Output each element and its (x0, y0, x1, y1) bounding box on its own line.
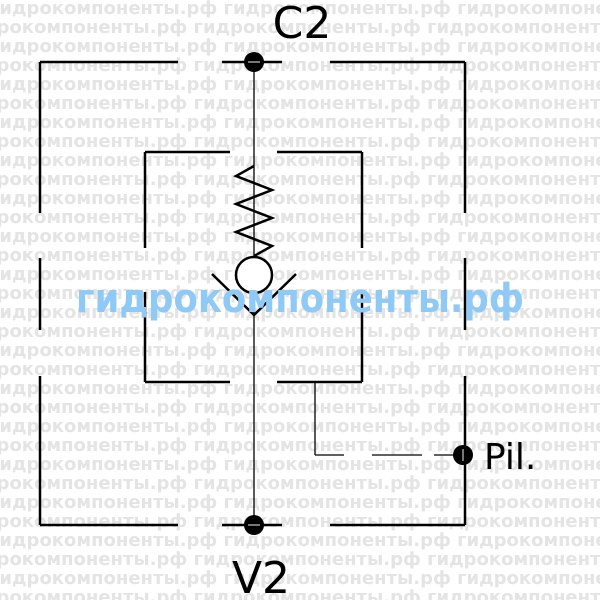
check-ball (234, 255, 274, 295)
watermark-tile-row: гидрокомпоненты.рф гидрокомпоненты.рф ги… (0, 530, 600, 551)
watermark-tile-row: гидрокомпоненты.рф гидрокомпоненты.рф ги… (0, 169, 600, 190)
watermark-tile-row: гидрокомпоненты.рф гидрокомпоненты.рф ги… (0, 264, 600, 285)
watermark-tile-row: гидрокомпоненты.рф гидрокомпоненты.рф ги… (0, 0, 600, 19)
watermark-tile-row: гидрокомпоненты.рф гидрокомпоненты.рф ги… (0, 302, 600, 323)
watermark-tile-row: гидрокомпоненты.рф гидрокомпоненты.рф ги… (0, 207, 600, 228)
valve-seat (211, 273, 297, 317)
port-pilot-label: Pil. (484, 437, 536, 478)
watermark-tile-row: гидрокомпоненты.рф гидрокомпоненты.рф ги… (0, 340, 600, 361)
port-pilot-dot (453, 445, 473, 465)
port-v2-label: V2 (232, 553, 290, 600)
port-v2-dot (244, 515, 264, 535)
watermark-tile-row: гидрокомпоненты.рф гидрокомпоненты.рф ги… (0, 55, 600, 76)
watermark-tile-row: гидрокомпоненты.рф гидрокомпоненты.рф ги… (0, 36, 600, 57)
watermark-tile-row: гидрокомпоненты.рф гидрокомпоненты.рф ги… (0, 245, 600, 266)
watermark-tile-row: гидрокомпоненты.рф гидрокомпоненты.рф ги… (0, 473, 600, 494)
watermark-tile-row: гидрокомпоненты.рф гидрокомпоненты.рф ги… (0, 416, 600, 437)
watermark-tile-row: гидрокомпоненты.рф гидрокомпоненты.рф ги… (0, 112, 600, 133)
watermark-tile-row: гидрокомпоненты.рф гидрокомпоненты.рф ги… (0, 283, 600, 304)
watermark-tile-row: гидрокомпоненты.рф гидрокомпоненты.рф ги… (0, 492, 600, 513)
watermark-tile-row: гидрокомпоненты.рф гидрокомпоненты.рф ги… (0, 435, 600, 456)
watermark-tile-row: гидрокомпоненты.рф гидрокомпоненты.рф ги… (0, 131, 600, 152)
watermark-tile-row: гидрокомпоненты.рф гидрокомпоненты.рф ги… (0, 454, 600, 475)
watermark-tile-row: гидрокомпоненты.рф гидрокомпоненты.рф ги… (0, 17, 600, 38)
watermark-tile-row: гидрокомпоненты.рф гидрокомпоненты.рф ги… (0, 321, 600, 342)
watermark-tile-row: гидрокомпоненты.рф гидрокомпоненты.рф ги… (0, 568, 600, 589)
watermark-tile-row: гидрокомпоненты.рф гидрокомпоненты.рф ги… (0, 587, 600, 600)
watermark-tile-row: гидрокомпоненты.рф гидрокомпоненты.рф ги… (0, 511, 600, 532)
spring-symbol (232, 164, 276, 258)
watermark-tile-row: гидрокомпоненты.рф гидрокомпоненты.рф ги… (0, 150, 600, 171)
port-c2-label: C2 (273, 0, 332, 49)
watermark-tile-row: гидрокомпоненты.рф гидрокомпоненты.рф ги… (0, 549, 600, 570)
port-c2-dot (244, 52, 264, 72)
watermark-tile-row: гидрокомпоненты.рф гидрокомпоненты.рф ги… (0, 74, 600, 95)
watermark-tile-row: гидрокомпоненты.рф гидрокомпоненты.рф ги… (0, 359, 600, 380)
watermark-tile-row: гидрокомпоненты.рф гидрокомпоненты.рф ги… (0, 226, 600, 247)
watermark-tile-row: гидрокомпоненты.рф гидрокомпоненты.рф ги… (0, 397, 600, 418)
watermark-tile-row: гидрокомпоненты.рф гидрокомпоненты.рф ги… (0, 188, 600, 209)
watermark-tile-row: гидрокомпоненты.рф гидрокомпоненты.рф ги… (0, 93, 600, 114)
inner-enclosure (143, 150, 364, 384)
watermark-banner: гидрокомпоненты.рф (76, 276, 524, 322)
